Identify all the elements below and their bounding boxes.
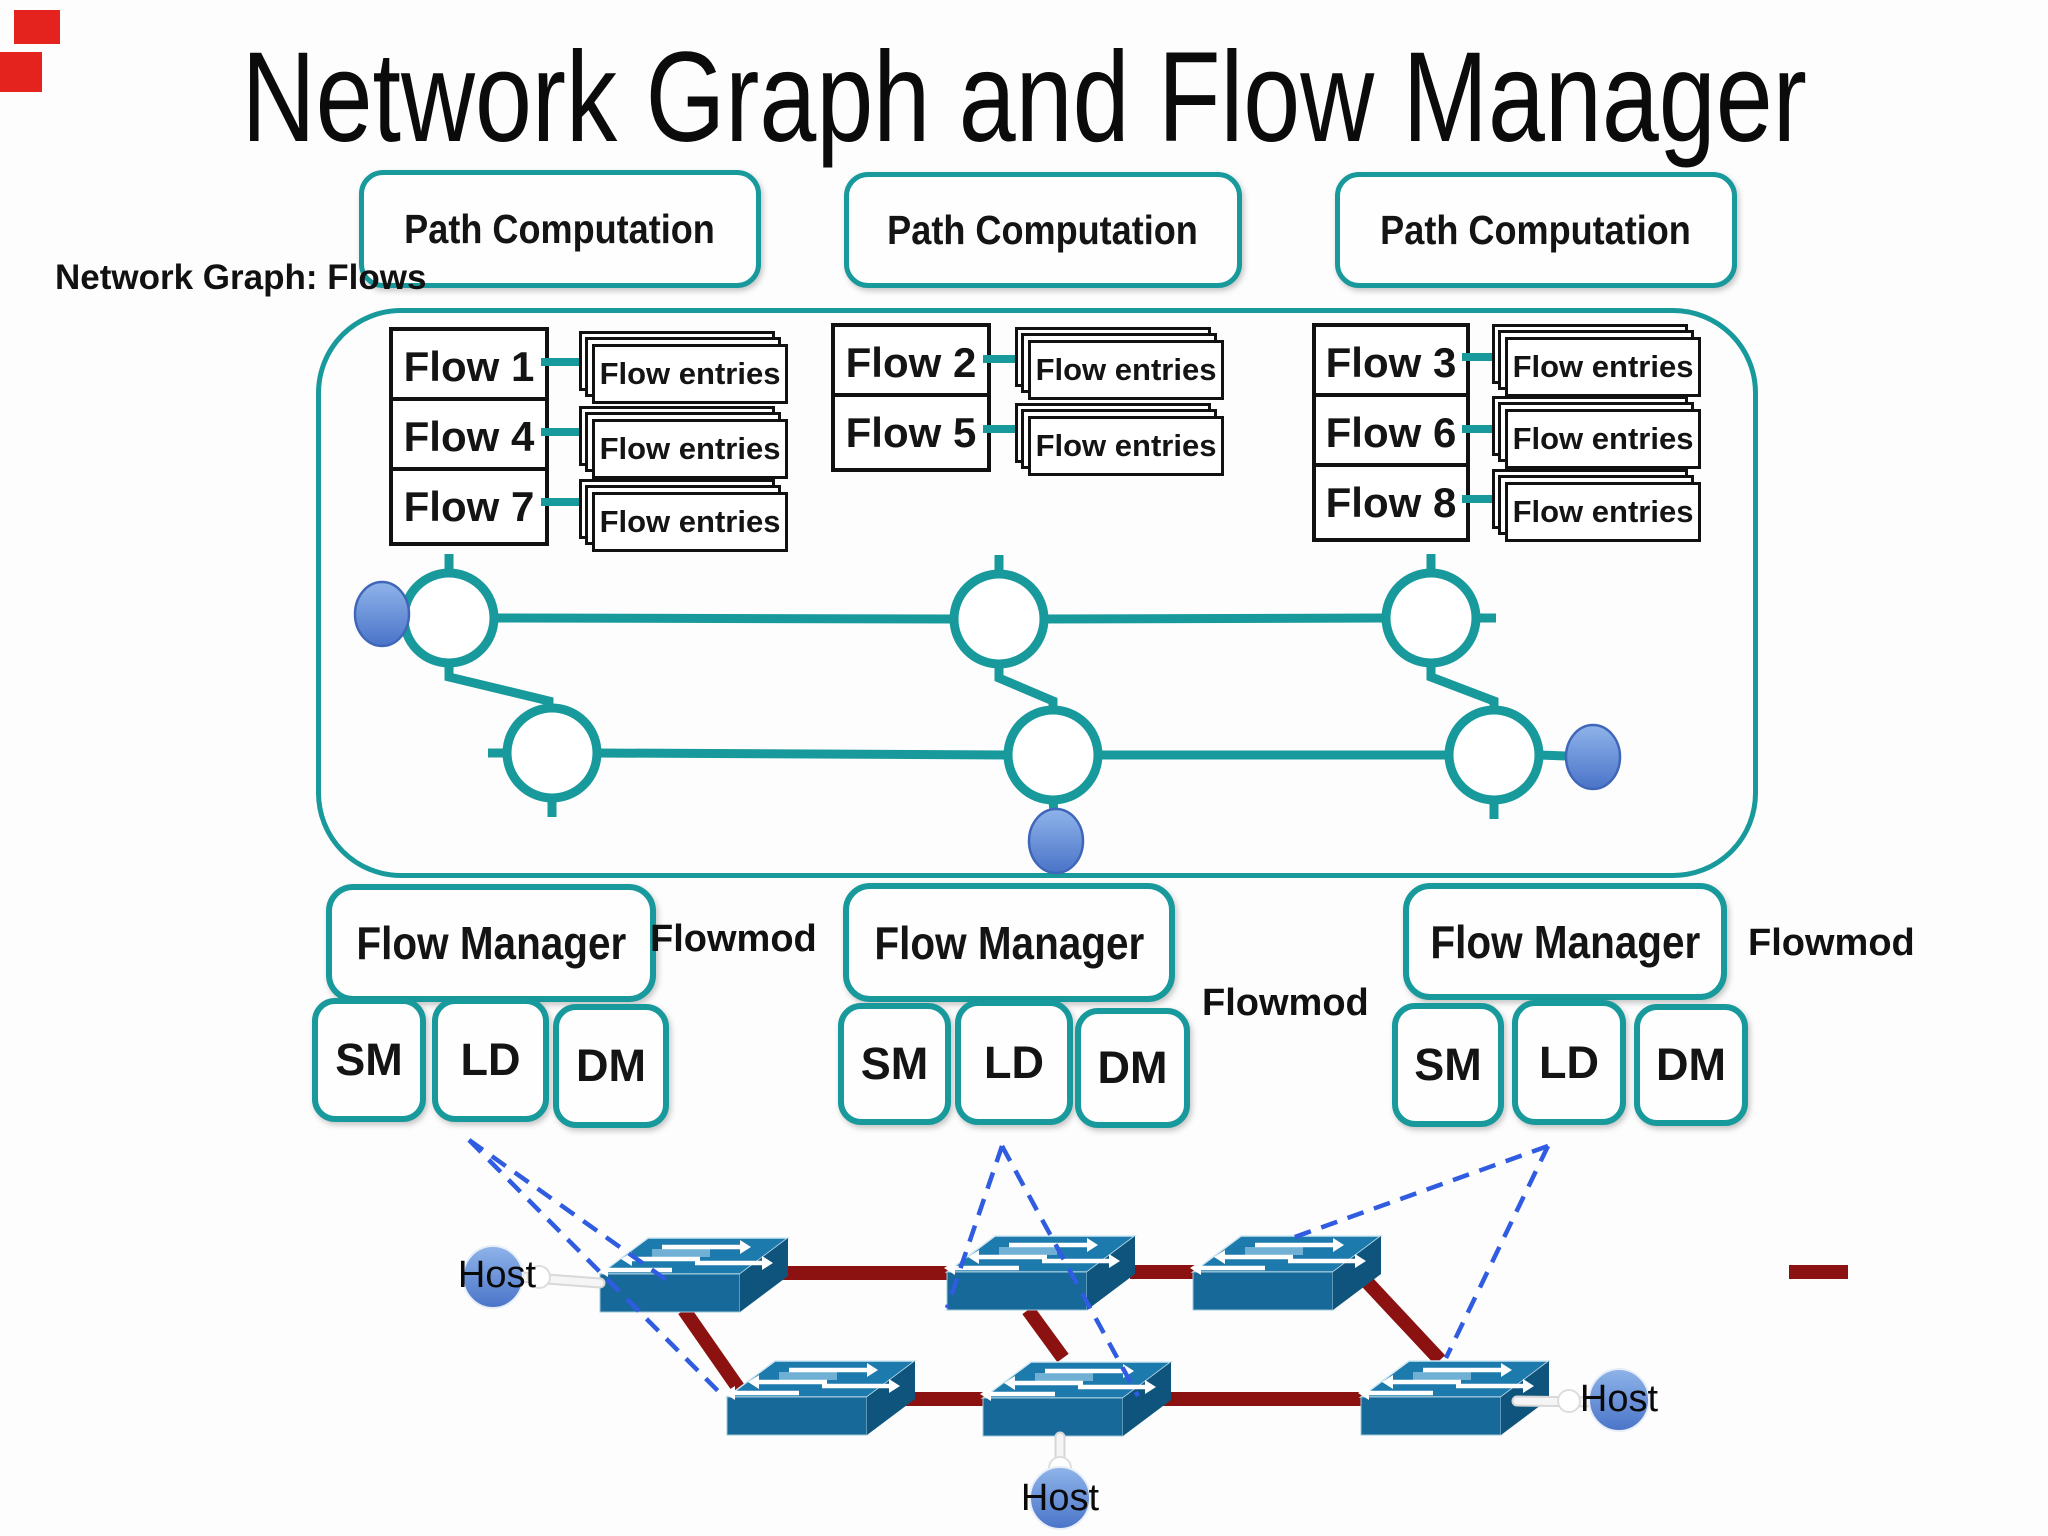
- control-dashed-link: [1291, 1143, 1549, 1241]
- flow-box-3: Flow 3: [1312, 323, 1470, 402]
- switch-link: [678, 1305, 752, 1404]
- flow-entries-stack-6: Flow entries: [1492, 396, 1715, 479]
- flow-entries-label: Flow entries: [592, 492, 788, 552]
- flow-entries-stack-1: Flow entries: [579, 331, 802, 414]
- flow-entries-label: Flow entries: [1505, 337, 1701, 397]
- red-marker-top: [14, 10, 60, 44]
- physical-host: [462, 1245, 524, 1309]
- module-dm-1: DM: [553, 1004, 669, 1128]
- network-graph-container: [316, 308, 1758, 878]
- red-marker-left: [0, 52, 42, 92]
- graph-node: [502, 703, 602, 803]
- flow3-connector: [1462, 353, 1505, 361]
- module-dm-3: DM: [1634, 1004, 1748, 1126]
- physical-host: [1029, 1466, 1091, 1530]
- host-connector-knob: [527, 1265, 551, 1289]
- host-connector-knob: [1557, 1389, 1581, 1413]
- flowmod-label-2: Flowmod: [1202, 982, 1369, 1024]
- path-computation-box-1: Path Computation: [359, 170, 761, 288]
- module-dm-2: DM: [1075, 1008, 1190, 1128]
- control-dashed-link: [467, 1138, 726, 1399]
- physical-host: [1588, 1368, 1650, 1432]
- flow-box-8: Flow 8: [1312, 463, 1470, 542]
- flow5-connector: [983, 425, 1028, 433]
- flow8-connector: [1462, 495, 1505, 503]
- flow-manager-box-3: Flow Manager: [1403, 883, 1727, 1000]
- network-graph-flows-label: Network Graph: Flows: [55, 258, 427, 297]
- flow2-connector: [983, 355, 1028, 363]
- flowmod-label-1: Flowmod: [650, 918, 817, 960]
- graph-node: [1003, 705, 1103, 805]
- graph-node: [1444, 705, 1544, 805]
- module-sm-2: SM: [838, 1003, 951, 1125]
- flow-entries-label: Flow entries: [1505, 409, 1701, 469]
- switch-2: [944, 1235, 1138, 1311]
- host-label-left: Host: [457, 1254, 537, 1296]
- flow-entries-stack-4: Flow entries: [579, 406, 802, 489]
- module-ld-1: LD: [432, 998, 549, 1122]
- module-sm-3: SM: [1392, 1003, 1504, 1127]
- switch-link: [1022, 1305, 1069, 1363]
- flow-box-7: Flow 7: [389, 467, 549, 546]
- flow-entries-stack-3: Flow entries: [1492, 324, 1715, 407]
- flow-entries-label: Flow entries: [1028, 416, 1224, 476]
- path-computation-box-3: Path Computation: [1335, 172, 1737, 288]
- flow-entries-stack-5: Flow entries: [1015, 403, 1238, 486]
- graph-node: [1381, 568, 1481, 668]
- flow-entries-stack-7: Flow entries: [579, 479, 802, 562]
- module-ld-3: LD: [1512, 1000, 1626, 1125]
- graph-node: [949, 569, 1049, 669]
- switch-1: [597, 1237, 791, 1313]
- switch-5: [980, 1361, 1174, 1437]
- graph-link: [493, 613, 955, 624]
- graph-link: [596, 748, 1009, 760]
- control-dashed-link: [1000, 1144, 1140, 1398]
- flow1-connector: [541, 358, 592, 366]
- flow6-connector: [1462, 425, 1505, 433]
- flow-entries-stack-2: Flow entries: [1015, 327, 1238, 410]
- flow-entries-label: Flow entries: [592, 344, 788, 404]
- host-label-bottom: Host: [1020, 1477, 1100, 1519]
- slide-title: Network Graph and Flow Manager: [241, 26, 1807, 169]
- graph-host-node: [353, 580, 411, 648]
- flow-entries-label: Flow entries: [592, 419, 788, 479]
- flow-manager-box-2: Flow Manager: [843, 883, 1175, 1002]
- switch-6: [1358, 1360, 1552, 1436]
- switch-3: [1190, 1235, 1384, 1311]
- flow4-connector: [541, 428, 592, 436]
- flow-entries-stack-8: Flow entries: [1492, 469, 1715, 552]
- flow-entries-label: Flow entries: [1505, 482, 1701, 542]
- flowmod-label-3: Flowmod: [1748, 922, 1915, 964]
- graph-host-node: [1564, 723, 1622, 791]
- path-computation-box-2: Path Computation: [844, 172, 1242, 288]
- control-dashed-link: [467, 1138, 674, 1286]
- control-dashed-link: [1443, 1145, 1551, 1359]
- flow7-connector: [541, 498, 592, 506]
- module-sm-1: SM: [312, 998, 426, 1122]
- graph-host-node: [1027, 807, 1085, 875]
- switch-4: [724, 1360, 918, 1436]
- graph-link: [1043, 613, 1387, 624]
- flow-box-2: Flow 2: [831, 323, 991, 402]
- control-dashed-link: [944, 1145, 1005, 1309]
- host-label-right: Host: [1579, 1378, 1659, 1420]
- flow-entries-label: Flow entries: [1028, 340, 1224, 400]
- module-ld-2: LD: [955, 1000, 1073, 1125]
